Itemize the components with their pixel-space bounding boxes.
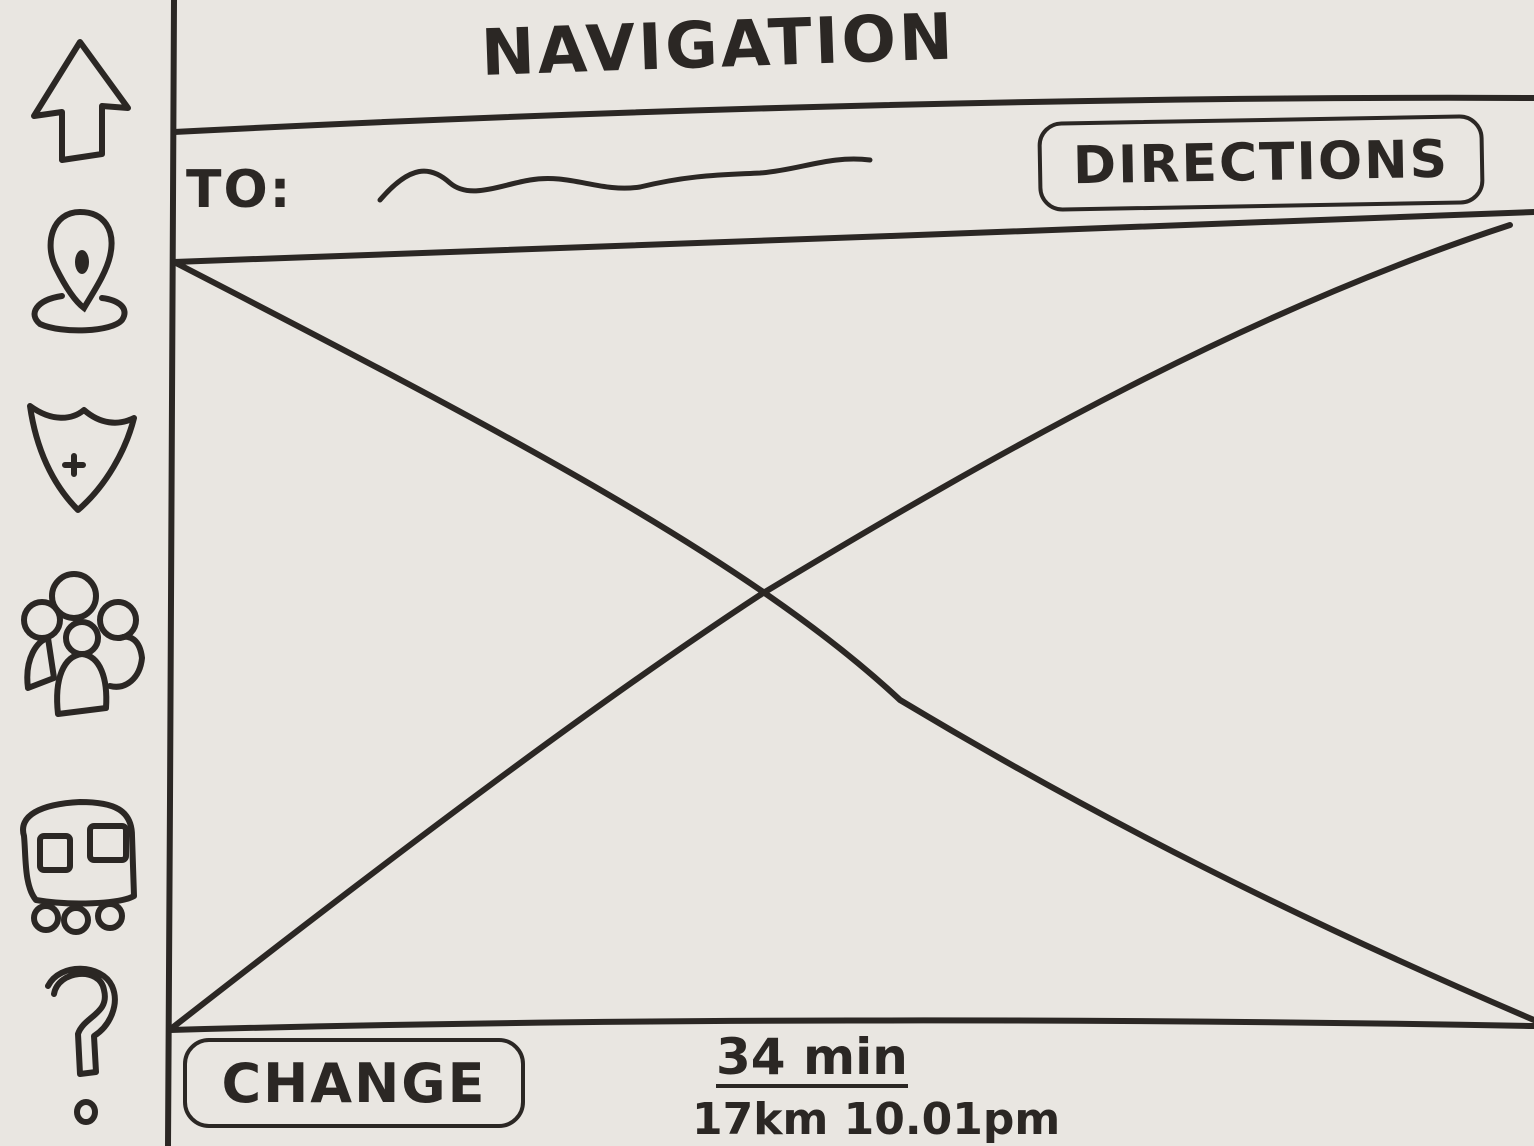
map-pin-icon[interactable] xyxy=(22,204,142,344)
map-area[interactable] xyxy=(176,264,1532,1024)
route-bar-divider xyxy=(171,209,1534,265)
trip-distance-arrival: 17km 10.01pm xyxy=(692,1094,1061,1145)
change-button[interactable]: CHANGE xyxy=(183,1038,525,1128)
destination-label: TO: xyxy=(186,160,293,220)
bus-icon[interactable] xyxy=(10,796,140,946)
trip-duration: 34 min xyxy=(716,1028,908,1088)
sidebar-divider xyxy=(165,0,177,1146)
up-arrow-icon[interactable] xyxy=(20,36,140,166)
page-title: NAVIGATION xyxy=(479,0,957,91)
people-group-icon[interactable] xyxy=(14,568,149,723)
header-divider xyxy=(171,94,1534,135)
destination-input[interactable] xyxy=(370,145,890,215)
directions-button[interactable]: DIRECTIONS xyxy=(1037,114,1485,212)
map-placeholder-x-line-1 xyxy=(171,259,1534,1023)
map-placeholder-x-line-2 xyxy=(169,222,1513,1031)
shield-plus-icon[interactable] xyxy=(22,398,142,518)
question-mark-icon[interactable] xyxy=(40,964,120,1134)
footer-divider xyxy=(167,1017,1534,1033)
